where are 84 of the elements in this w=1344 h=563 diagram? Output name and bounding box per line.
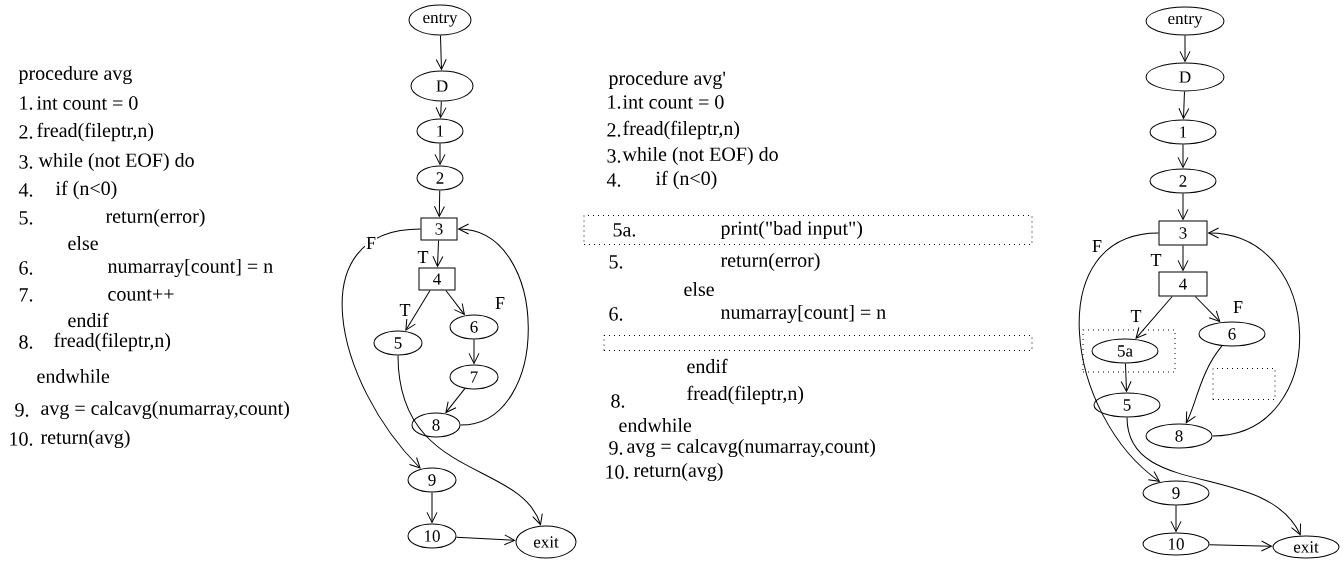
line-number: 2. — [19, 125, 33, 139]
code-line: fread(fileptr,n) — [37, 122, 154, 142]
edge-label: T — [398, 303, 412, 317]
code-line: avg = calcavg(numarray,count) — [41, 400, 289, 420]
edge-label: T — [1129, 309, 1143, 323]
decision-box: 4 — [418, 267, 456, 291]
code-line: else — [68, 235, 98, 251]
arrow — [1120, 363, 1132, 392]
code-line: if (n<0) — [55, 180, 117, 200]
line-number: 1. — [608, 95, 621, 109]
line-number: 6. — [19, 261, 33, 275]
code-line: int count = 0 — [36, 96, 138, 110]
arrow — [1179, 35, 1191, 62]
line-number: 9. — [15, 403, 29, 417]
line-number: 10. — [10, 432, 33, 446]
code-line: while (not EOF) do — [38, 152, 194, 172]
dotted-box — [603, 335, 1033, 351]
arrow — [1178, 91, 1190, 119]
line-number: 2. — [607, 123, 621, 137]
arrow — [458, 223, 529, 426]
arrow — [1177, 144, 1189, 168]
arrow — [434, 143, 446, 165]
code-line: count++ — [108, 289, 174, 301]
code-line: endif — [68, 312, 109, 328]
arrow — [433, 190, 445, 217]
line-number: 9. — [609, 441, 623, 455]
decision-box: 3 — [1158, 220, 1208, 246]
code-line: while (not EOF) do — [622, 146, 778, 166]
dotted-box — [1212, 368, 1276, 400]
code-line: fread(fileptr,n) — [623, 120, 740, 140]
arrow — [405, 290, 431, 331]
arrow — [468, 339, 480, 364]
arrow — [1185, 345, 1223, 424]
line-number: 1. — [20, 96, 33, 110]
line-number: 10. — [606, 465, 629, 479]
decision-box: 4 — [1158, 271, 1208, 297]
procedure-heading: procedure avg — [18, 65, 132, 85]
code-line: else — [684, 281, 714, 297]
arrow — [435, 35, 447, 70]
arrow — [1170, 505, 1182, 532]
line-number: 3. — [19, 155, 33, 169]
arrow — [342, 228, 421, 469]
arrow — [455, 534, 516, 546]
line-number: 7. — [19, 288, 33, 302]
line-number: 5. — [19, 211, 33, 225]
code-line: fread(fileptr,n) — [54, 332, 171, 352]
arrow — [432, 240, 444, 267]
arrow — [1135, 296, 1173, 339]
code-line: fread(fileptr,n) — [687, 385, 804, 405]
line-number: 8. — [611, 394, 625, 408]
arrow — [1126, 417, 1302, 536]
edge-label: F — [365, 236, 377, 250]
arrow — [426, 492, 438, 523]
arrow — [1194, 296, 1221, 322]
line-number: 4. — [606, 173, 621, 187]
code-line: if (n<0) — [655, 170, 717, 190]
dotted-box — [1082, 329, 1176, 373]
arrow — [435, 101, 447, 118]
procedure-heading: procedure avg' — [608, 70, 726, 90]
edge-label: F — [1232, 300, 1244, 314]
code-line: return(avg) — [40, 429, 130, 449]
line-number: 8. — [19, 335, 33, 349]
arrow — [1177, 245, 1189, 271]
arrow — [1078, 232, 1160, 482]
arrow — [1208, 227, 1301, 437]
arrow — [1208, 540, 1272, 552]
code-line: avg = calcavg(numarray,count) — [627, 438, 875, 458]
arrow — [445, 388, 466, 414]
code-line: int count = 0 — [622, 95, 724, 109]
code-line: return(avg) — [633, 462, 723, 482]
arrow — [397, 355, 543, 526]
arrow — [1177, 193, 1189, 220]
arrow — [445, 290, 465, 315]
edge-label: T — [416, 250, 430, 264]
code-line: return(error) — [105, 208, 205, 228]
code-line: endwhile — [37, 368, 110, 384]
decision-box: 3 — [420, 217, 458, 241]
code-line: numarray[count] = n — [107, 258, 273, 278]
line-number: 3. — [607, 149, 621, 163]
line-number: 4. — [18, 183, 33, 197]
edge-label: F — [1091, 239, 1103, 253]
code-line: endwhile — [619, 417, 692, 433]
edge-label: F — [494, 296, 506, 310]
edge-label: T — [1149, 253, 1163, 267]
